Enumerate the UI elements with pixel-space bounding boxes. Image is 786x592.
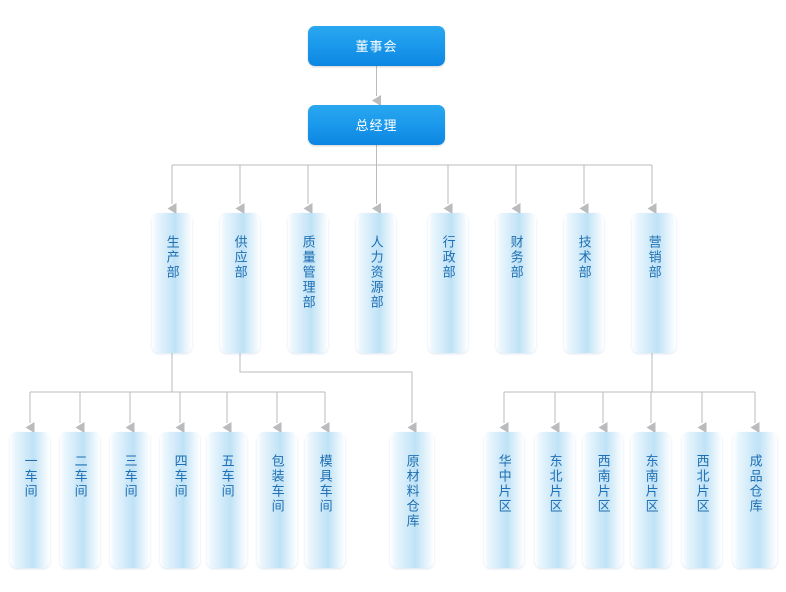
node-board-label: 董事会 (355, 38, 398, 54)
node-unit-workshop-5[interactable]: 五车间 (207, 432, 247, 568)
node-unit-finished-warehouse[interactable]: 成品仓库 (733, 432, 777, 568)
node-general-manager[interactable]: 总经理 (308, 105, 445, 145)
node-unit-packaging[interactable]: 包装车间 (257, 432, 297, 568)
node-dept-supply[interactable]: 供应部 (220, 213, 260, 353)
node-unit-region-northwest[interactable]: 西北片区 (682, 432, 722, 568)
node-dept-finance-label: 财务部 (508, 235, 524, 280)
node-unit-raw-warehouse-label: 原材料仓库 (404, 454, 420, 529)
node-unit-region-southeast-label: 东南片区 (643, 454, 659, 514)
node-dept-admin-label: 行政部 (440, 235, 456, 280)
node-unit-region-central-label: 华中片区 (496, 454, 512, 514)
node-unit-workshop-2-label: 二车间 (72, 454, 88, 499)
node-unit-mold-label: 模具车间 (317, 454, 333, 514)
node-dept-supply-label: 供应部 (232, 235, 248, 280)
node-dept-finance[interactable]: 财务部 (496, 213, 536, 353)
node-dept-technology[interactable]: 技术部 (564, 213, 604, 353)
node-unit-workshop-2[interactable]: 二车间 (60, 432, 100, 568)
node-unit-workshop-1[interactable]: 一车间 (10, 432, 50, 568)
node-unit-workshop-4-label: 四车间 (172, 454, 188, 499)
node-unit-workshop-1-label: 一车间 (22, 454, 38, 499)
node-unit-packaging-label: 包装车间 (269, 454, 285, 514)
node-dept-hr[interactable]: 人力资源部 (356, 213, 396, 353)
node-dept-technology-label: 技术部 (576, 235, 592, 280)
node-dept-marketing[interactable]: 营销部 (632, 213, 676, 353)
node-unit-workshop-4[interactable]: 四车间 (160, 432, 200, 568)
connector-supply-elbow (239, 353, 417, 433)
node-unit-region-northeast[interactable]: 东北片区 (535, 432, 575, 568)
node-unit-region-southeast[interactable]: 东南片区 (631, 432, 671, 568)
node-dept-quality[interactable]: 质量管理部 (288, 213, 328, 353)
node-unit-region-southwest[interactable]: 西南片区 (583, 432, 623, 568)
node-unit-workshop-3-label: 三车间 (122, 454, 138, 499)
node-unit-region-northeast-label: 东北片区 (547, 454, 563, 514)
node-unit-region-central[interactable]: 华中片区 (484, 432, 524, 568)
node-dept-marketing-label: 营销部 (646, 235, 662, 280)
node-unit-workshop-3[interactable]: 三车间 (110, 432, 150, 568)
node-dept-production-label: 生产部 (164, 235, 180, 280)
node-unit-mold[interactable]: 模具车间 (305, 432, 345, 568)
node-board[interactable]: 董事会 (308, 26, 445, 66)
node-dept-quality-label: 质量管理部 (300, 235, 316, 310)
node-dept-admin[interactable]: 行政部 (428, 213, 468, 353)
node-general-manager-label: 总经理 (355, 117, 398, 133)
node-unit-raw-warehouse[interactable]: 原材料仓库 (390, 432, 434, 568)
node-dept-hr-label: 人力资源部 (368, 235, 384, 310)
node-unit-finished-warehouse-label: 成品仓库 (747, 454, 763, 514)
node-unit-workshop-5-label: 五车间 (219, 454, 235, 499)
node-unit-region-northwest-label: 西北片区 (694, 454, 710, 514)
node-unit-region-southwest-label: 西南片区 (595, 454, 611, 514)
node-dept-production[interactable]: 生产部 (152, 213, 192, 353)
